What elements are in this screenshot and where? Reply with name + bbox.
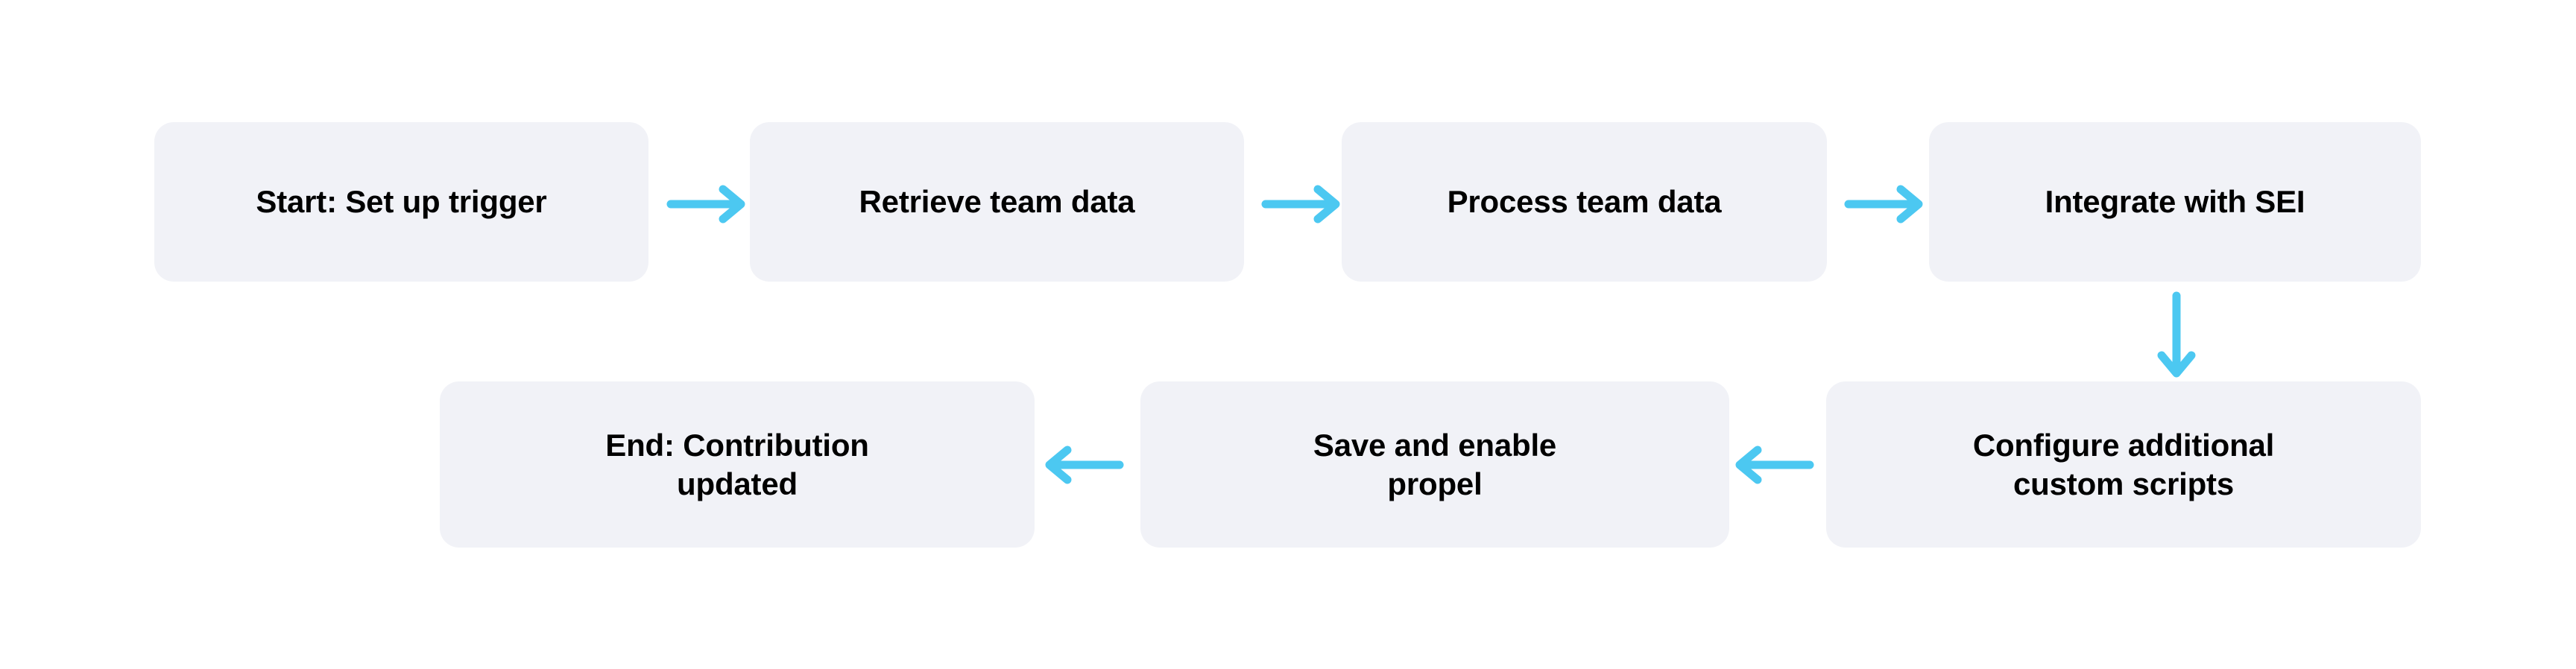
flow-node-retrieve[interactable]: Retrieve team data bbox=[750, 122, 1244, 282]
flow-edge-save-to-end bbox=[1041, 446, 1124, 484]
flow-node-integrate[interactable]: Integrate with SEI bbox=[1929, 122, 2421, 282]
flow-node-end[interactable]: End: Contribution updated bbox=[440, 381, 1035, 548]
flow-node-label: Retrieve team data bbox=[859, 184, 1135, 220]
flow-node-label: Start: Set up trigger bbox=[256, 184, 547, 220]
flow-node-label: Save and enable propel bbox=[1313, 428, 1557, 501]
flow-edge-process-to-integrate bbox=[1844, 185, 1928, 223]
flow-node-save[interactable]: Save and enable propel bbox=[1140, 381, 1729, 548]
flow-edge-integrate-to-configure bbox=[2157, 291, 2196, 380]
flow-node-configure[interactable]: Configure additional custom scripts bbox=[1826, 381, 2421, 548]
flow-edge-start-to-retrieve bbox=[666, 185, 750, 223]
flow-edge-retrieve-to-process bbox=[1261, 185, 1345, 223]
flow-edge-configure-to-save bbox=[1731, 446, 1814, 484]
flow-node-label: End: Contribution updated bbox=[605, 428, 869, 501]
flow-node-label: Configure additional custom scripts bbox=[1972, 428, 2275, 501]
flow-node-start[interactable]: Start: Set up trigger bbox=[154, 122, 648, 282]
flow-node-label: Integrate with SEI bbox=[2045, 184, 2305, 220]
flow-node-label: Process team data bbox=[1447, 184, 1722, 220]
flow-node-process[interactable]: Process team data bbox=[1342, 122, 1827, 282]
